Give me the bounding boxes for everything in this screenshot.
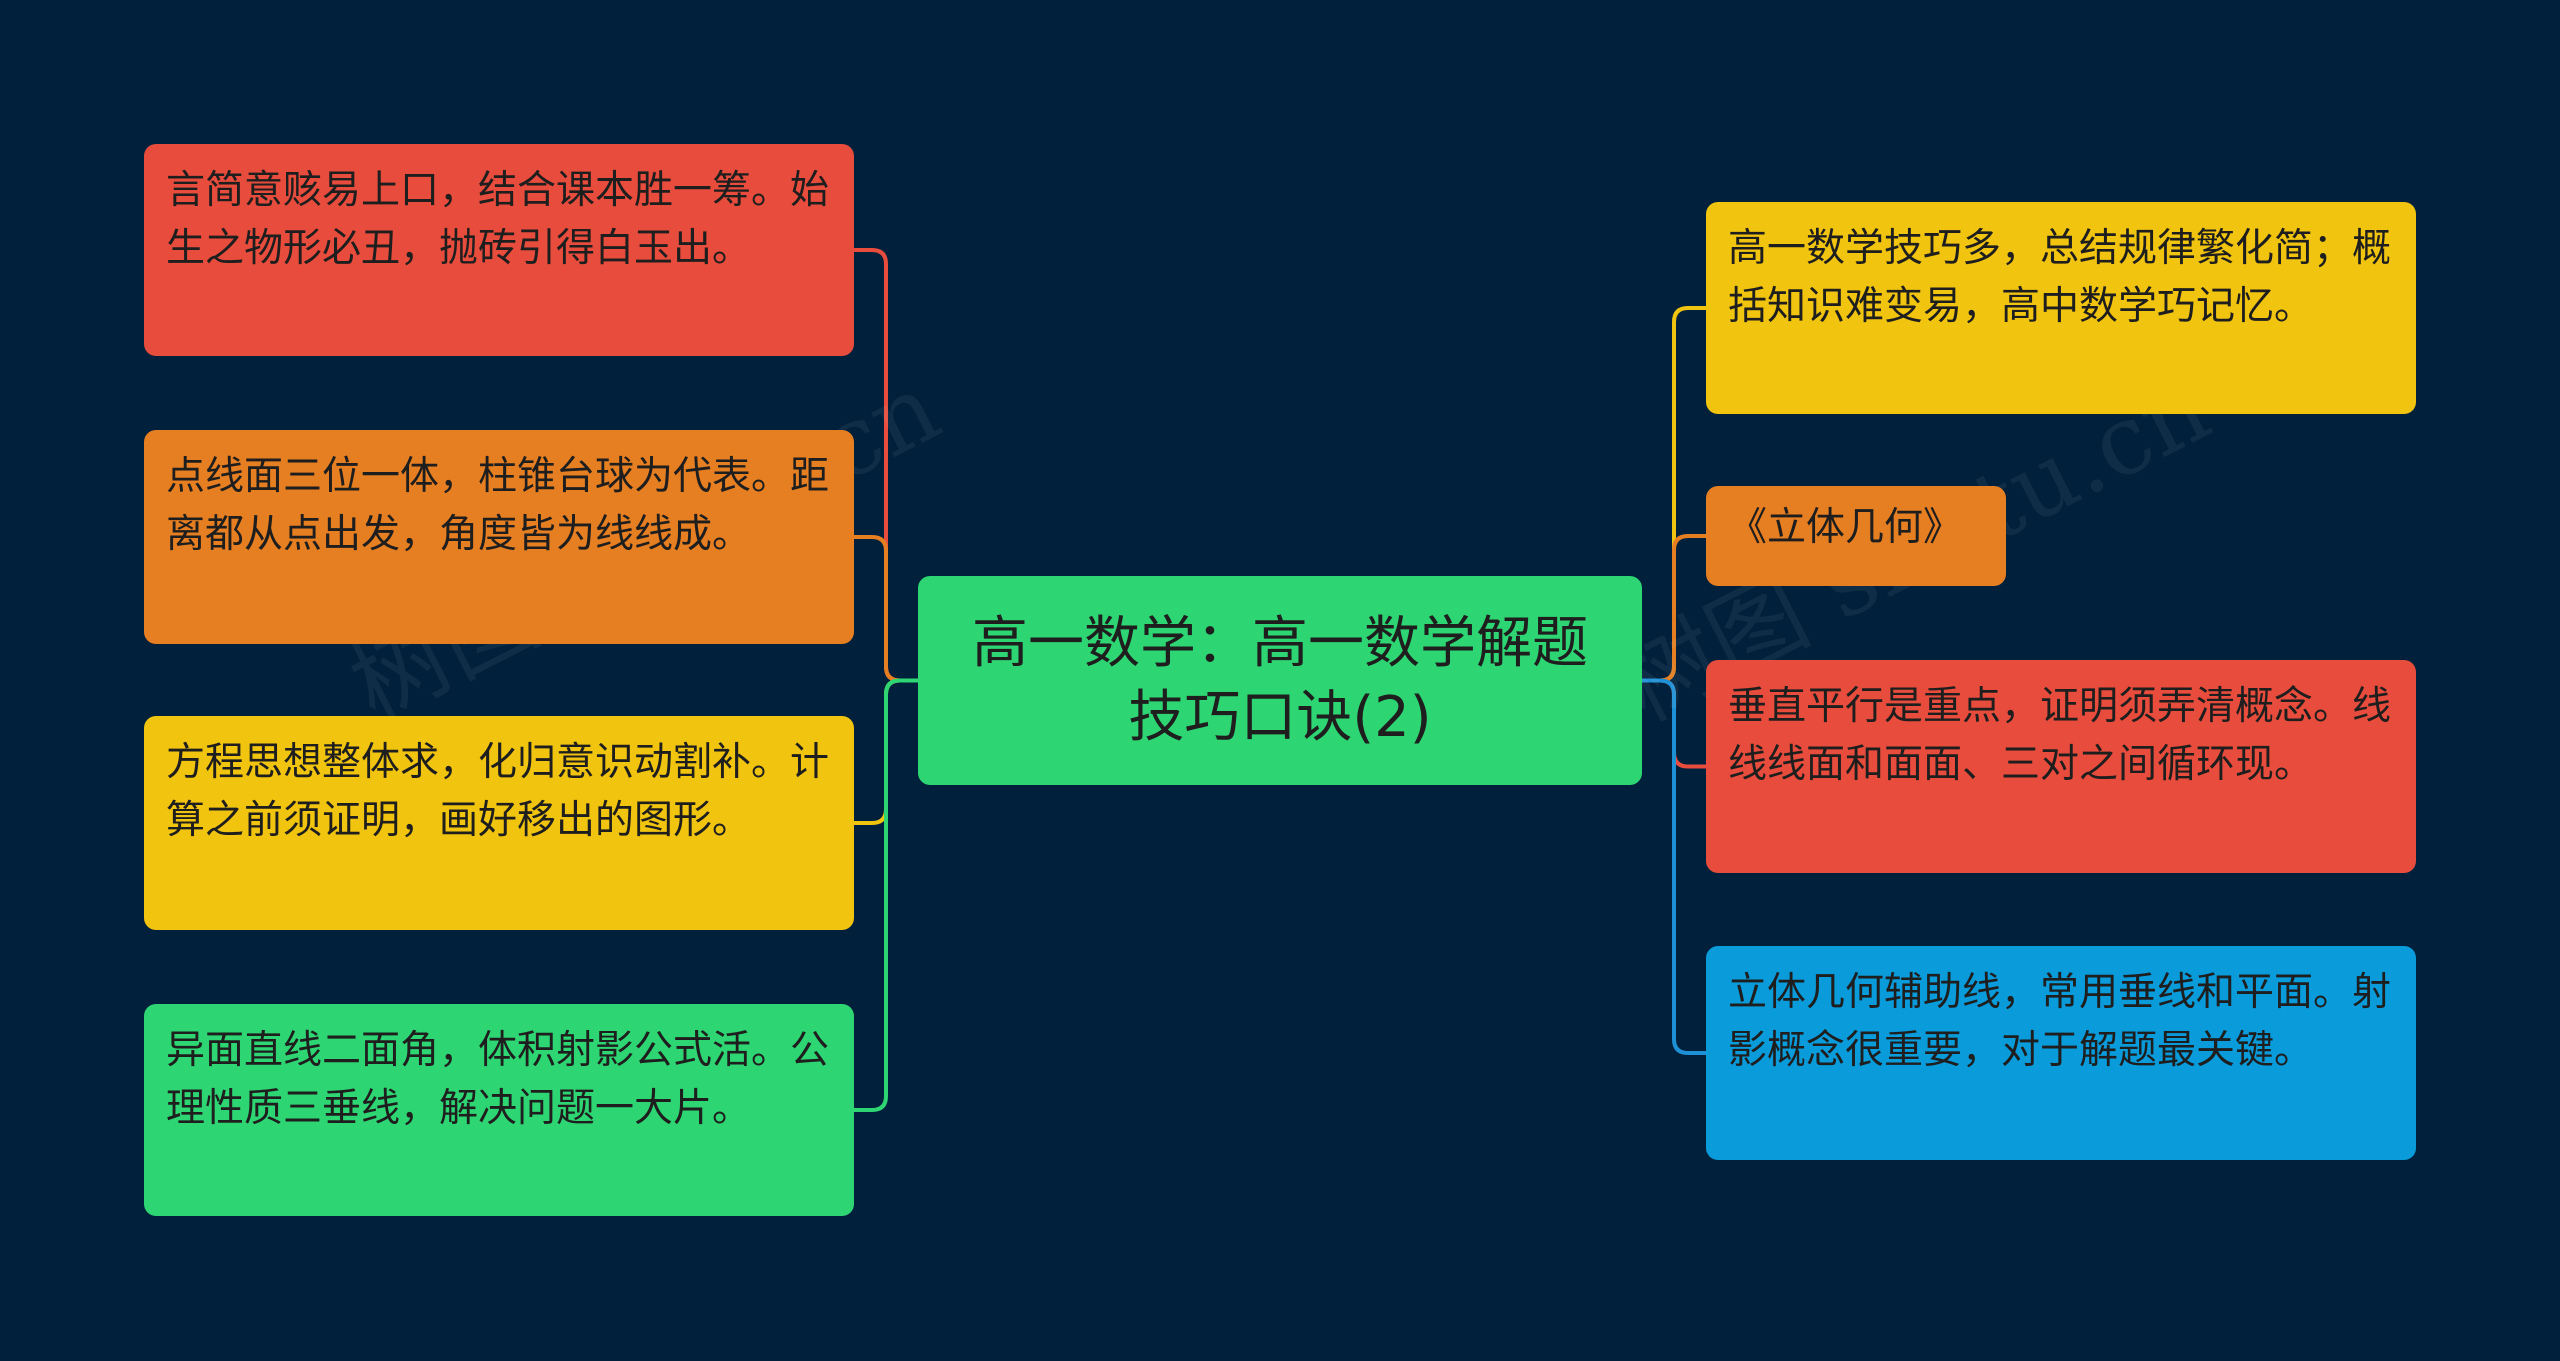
topic-text: 点线面三位一体，柱锥台球为代表。距离都从点出发，角度皆为线线成。	[166, 454, 830, 557]
right-topic-node-4[interactable]: 立体几何辅助线，常用垂线和平面。射影概念很重要，对于解题最关键。	[1706, 946, 2416, 1160]
connector-right-2	[1640, 534, 1708, 683]
topic-text: 立体几何辅助线，常用垂线和平面。射影概念很重要，对于解题最关键。	[1728, 970, 2392, 1073]
right-topic-node-2[interactable]: 《立体几何》	[1706, 486, 2006, 586]
left-topic-node-4[interactable]: 异面直线二面角，体积射影公式活。公理性质三垂线，解决问题一大片。	[144, 1004, 854, 1216]
central-topic-text: 高一数学：高一数学解题技巧口诀(2)	[972, 610, 1588, 750]
connector-right-4	[1640, 678, 1708, 1055]
left-topic-node-2[interactable]: 点线面三位一体，柱锥台球为代表。距离都从点出发，角度皆为线线成。	[144, 430, 854, 644]
connector-left-2	[852, 535, 920, 683]
right-topic-node-3[interactable]: 垂直平行是重点，证明须弄清概念。线线线面和面面、三对之间循环现。	[1706, 660, 2416, 873]
topic-text: 方程思想整体求，化归意识动割补。计算之前须证明，画好移出的图形。	[166, 740, 830, 843]
topic-text: 《立体几何》	[1728, 505, 1963, 550]
right-topic-node-1[interactable]: 高一数学技巧多，总结规律繁化简；概括知识难变易，高中数学巧记忆。	[1706, 202, 2416, 414]
left-topic-node-3[interactable]: 方程思想整体求，化归意识动割补。计算之前须证明，画好移出的图形。	[144, 716, 854, 930]
topic-text: 垂直平行是重点，证明须弄清概念。线线线面和面面、三对之间循环现。	[1728, 684, 2392, 787]
connector-left-4	[852, 678, 920, 1112]
central-topic-node[interactable]: 高一数学：高一数学解题技巧口诀(2)	[918, 576, 1642, 785]
left-topic-node-1[interactable]: 言简意赅易上口，结合课本胜一筹。始生之物形必丑，抛砖引得白玉出。	[144, 144, 854, 356]
topic-text: 言简意赅易上口，结合课本胜一筹。始生之物形必丑，抛砖引得白玉出。	[166, 168, 830, 271]
topic-text: 高一数学技巧多，总结规律繁化简；概括知识难变易，高中数学巧记忆。	[1728, 226, 2392, 329]
topic-text: 异面直线二面角，体积射影公式活。公理性质三垂线，解决问题一大片。	[166, 1028, 830, 1131]
